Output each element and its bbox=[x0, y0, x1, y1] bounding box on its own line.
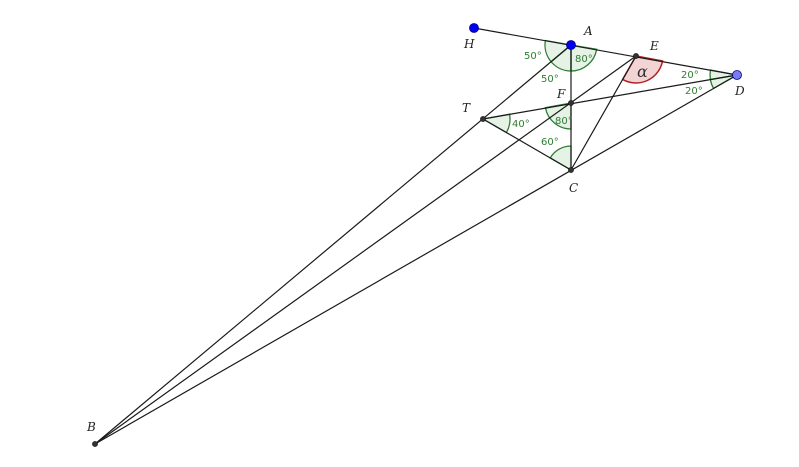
angle-label-D-F-C: 20° bbox=[685, 86, 703, 97]
angle-label-A-H-T: 50° bbox=[524, 51, 542, 62]
points bbox=[92, 23, 742, 447]
segment-BE[interactable] bbox=[94, 55, 637, 445]
segment-TD[interactable] bbox=[482, 74, 738, 120]
segments bbox=[94, 27, 738, 445]
angle-label-A-F-E: 80° bbox=[575, 54, 593, 65]
point-F[interactable] bbox=[568, 100, 574, 106]
point-label-F: F bbox=[556, 87, 566, 101]
angle-label-T-F-C: 40° bbox=[512, 119, 530, 130]
segment-TC[interactable] bbox=[482, 118, 572, 171]
point-label-E: E bbox=[649, 39, 659, 53]
point-label-B: B bbox=[86, 420, 96, 434]
angle-label-D-E-F: 20° bbox=[681, 70, 699, 81]
angle-label-E-C-D: α bbox=[637, 62, 648, 81]
labels: H A E D F T C B 50° 50° 80° 20° 20° 40° 80° 60° α bbox=[86, 24, 745, 434]
point-C[interactable] bbox=[568, 167, 574, 173]
angle-C-T-F[interactable] bbox=[549, 145, 572, 172]
point-B[interactable] bbox=[92, 441, 98, 447]
point-label-T: T bbox=[462, 101, 471, 115]
segment-BA[interactable] bbox=[94, 44, 572, 445]
point-label-H: H bbox=[463, 37, 475, 51]
point-A[interactable] bbox=[566, 40, 576, 50]
segment-EC[interactable] bbox=[570, 55, 637, 171]
angle-label-A-T-F: 50° bbox=[541, 74, 559, 85]
point-H[interactable] bbox=[469, 23, 479, 33]
segment-HD[interactable] bbox=[473, 27, 738, 76]
point-label-C: C bbox=[569, 181, 578, 195]
angle-label-C-T-F: 60° bbox=[541, 137, 559, 148]
point-T[interactable] bbox=[480, 116, 486, 122]
segment-BD[interactable] bbox=[94, 74, 738, 445]
point-label-A: A bbox=[583, 24, 593, 38]
point-label-D: D bbox=[734, 84, 745, 98]
point-E[interactable] bbox=[633, 53, 639, 59]
angle-arcs bbox=[481, 39, 738, 172]
angle-label-F-T-C: 80° bbox=[555, 116, 573, 127]
point-D[interactable] bbox=[732, 70, 742, 80]
